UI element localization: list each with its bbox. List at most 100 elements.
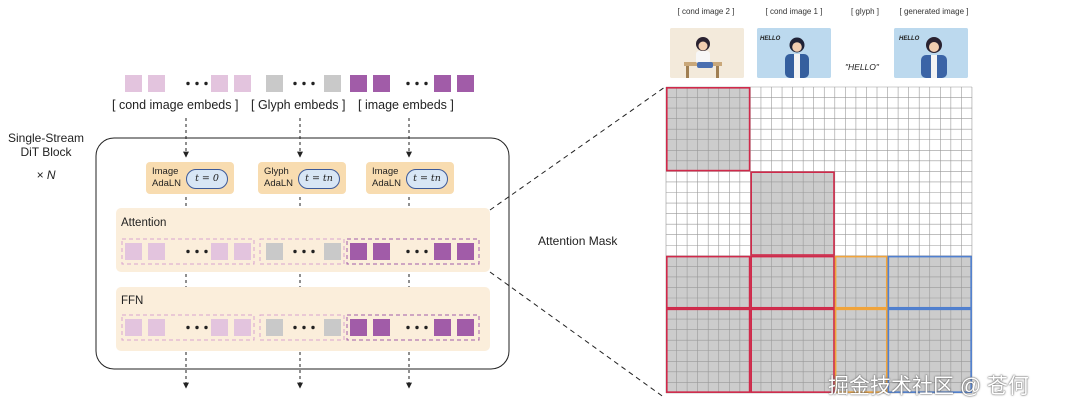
image-token <box>350 75 367 92</box>
token-group-frame <box>259 314 345 341</box>
glyph-token <box>266 75 283 92</box>
col-label-glyph: [ glyph ] <box>850 7 879 16</box>
cond-image-2-thumbnail <box>670 28 744 78</box>
cond-token <box>125 243 142 260</box>
ellipsis-dot <box>415 249 419 254</box>
glyph-token <box>324 75 341 92</box>
token-group-frame <box>121 314 255 341</box>
attention-mask-matrix <box>665 86 973 394</box>
dit-block-frame <box>95 137 510 370</box>
block-title: Single-Stream DiT Block <box>2 131 90 159</box>
ellipsis-dot <box>204 81 208 86</box>
image-token <box>373 75 390 92</box>
ellipsis-dot <box>204 249 208 254</box>
block-title-line2: DiT Block <box>20 145 72 159</box>
attention-stage-bg <box>116 208 490 272</box>
image-token <box>457 75 474 92</box>
token-group-frame <box>121 238 255 265</box>
glyph-token <box>324 319 341 336</box>
cond-token <box>125 319 142 336</box>
glyph-token <box>266 243 283 260</box>
ellipsis-dot <box>186 81 190 86</box>
generated-image-thumbnail: HELLO <box>894 28 968 78</box>
hello-boy-illustration <box>757 28 831 78</box>
ellipsis-dot <box>195 81 199 86</box>
timestep-pill: t = tn <box>406 169 448 189</box>
mask-block-outline <box>750 255 835 309</box>
ellipsis-dot <box>293 81 297 86</box>
glyph-token <box>324 243 341 260</box>
mask-block-outline <box>665 255 751 309</box>
ellipsis-dot <box>424 325 428 330</box>
cond-token <box>125 75 142 92</box>
ellipsis-dot <box>302 325 306 330</box>
mask-block-outline <box>834 308 888 393</box>
image-embeds-label: [ image embeds ] <box>358 98 454 112</box>
image-token <box>373 319 390 336</box>
cond-token <box>148 75 165 92</box>
ellipsis-dot <box>311 325 315 330</box>
seated-woman-illustration <box>670 28 744 78</box>
thumb-hello-text: HELLO <box>899 36 920 42</box>
ellipsis-dot <box>186 249 190 254</box>
mask-block-outline <box>887 255 972 309</box>
cond-token <box>148 319 165 336</box>
timestep-pill: t = 0 <box>186 169 228 189</box>
watermark: 掘金技术社区 @ 苍何 <box>828 375 1029 398</box>
zoom-line-bottom <box>489 271 666 399</box>
attention-token-row <box>121 238 480 265</box>
ellipsis-dot <box>424 249 428 254</box>
block-repeat-count: × N <box>36 168 56 182</box>
cond-token <box>234 243 251 260</box>
glyph-token <box>266 319 283 336</box>
image-token <box>434 75 451 92</box>
mask-block-outline <box>750 308 835 393</box>
col-label-cond-image-2: [ cond image 2 ] <box>677 7 735 16</box>
cond-token <box>234 75 251 92</box>
cond-token <box>211 75 228 92</box>
image-token <box>373 243 390 260</box>
ellipsis-dot <box>406 249 410 254</box>
glyph-embeds-label: [ Glyph embeds ] <box>251 98 346 112</box>
attention-mask-label: Attention Mask <box>538 234 618 248</box>
cond-token <box>211 319 228 336</box>
token-group-frame <box>346 238 480 265</box>
mask-block-outline <box>665 87 751 172</box>
cond-embeds-label: [ cond image embeds ] <box>112 98 239 112</box>
block-title-line1: Single-Stream <box>7 131 85 145</box>
cond-token <box>234 319 251 336</box>
ffn-stage-bg <box>116 287 490 351</box>
image-token <box>434 319 451 336</box>
glyph-text: "HELLO" <box>845 62 879 72</box>
token-group-frame <box>346 314 480 341</box>
cond-image-1-thumbnail: HELLO <box>757 28 831 78</box>
col-label-cond-image-1: [ cond image 1 ] <box>765 7 823 16</box>
image-token <box>457 243 474 260</box>
mask-block-outline <box>750 171 835 256</box>
cond-token <box>148 243 165 260</box>
image-token <box>350 319 367 336</box>
top-token-row <box>125 75 474 92</box>
mask-block-outline <box>834 255 888 309</box>
ellipsis-dot <box>293 249 297 254</box>
ellipsis-dot <box>186 325 190 330</box>
mask-block-outline <box>665 308 751 393</box>
image-token <box>350 243 367 260</box>
thumb-hello-text: HELLO <box>760 36 781 42</box>
token-group-frame <box>259 238 345 265</box>
ffn-label: FFN <box>121 295 144 307</box>
ellipsis-dot <box>406 325 410 330</box>
ffn-token-row <box>121 314 480 341</box>
timestep-pill: t = tn <box>298 169 340 189</box>
zoom-line-top <box>489 86 666 211</box>
ellipsis-dot <box>195 325 199 330</box>
ellipsis-dot <box>415 81 419 86</box>
image-token <box>457 319 474 336</box>
